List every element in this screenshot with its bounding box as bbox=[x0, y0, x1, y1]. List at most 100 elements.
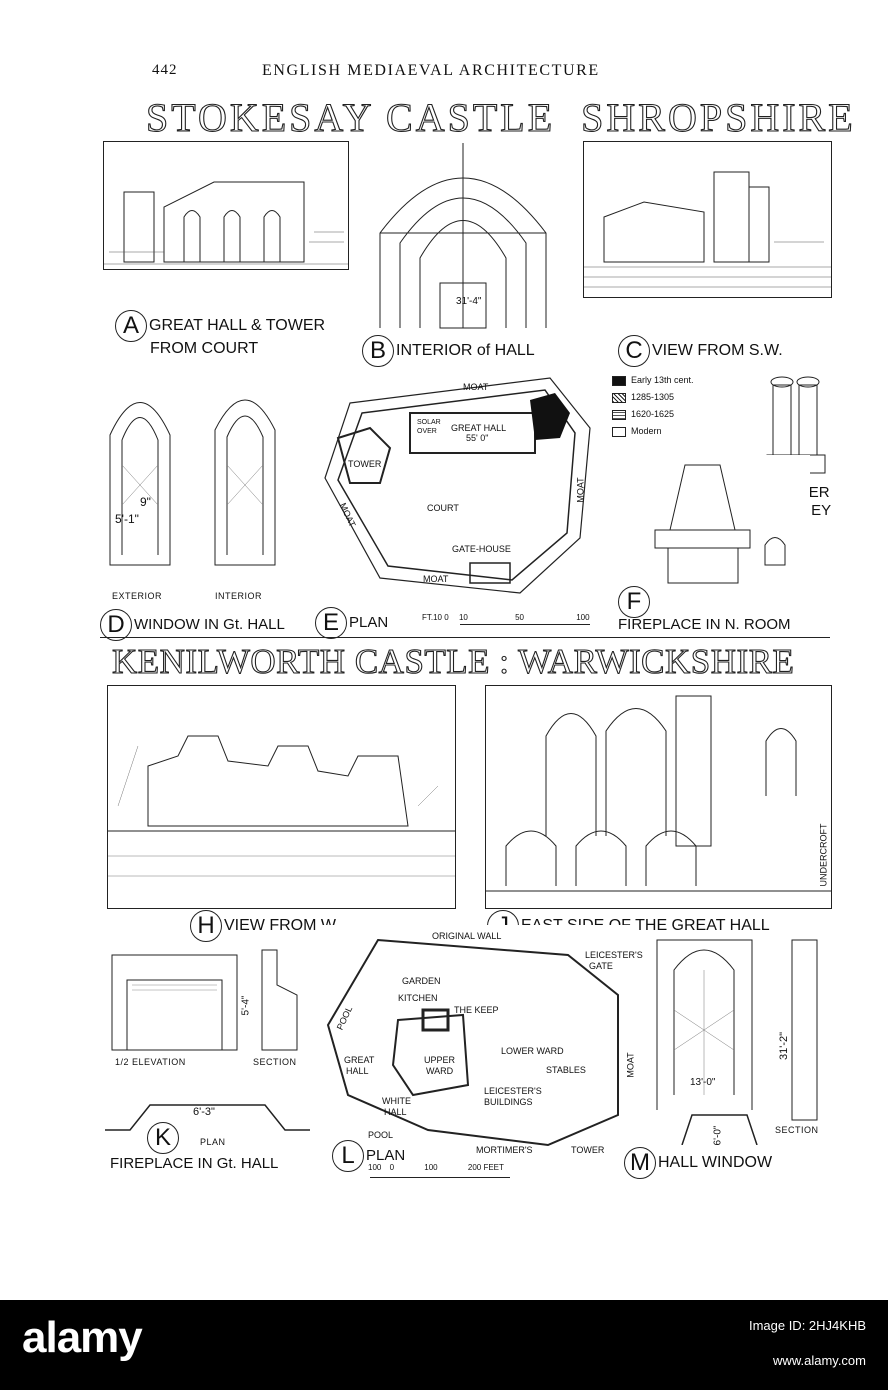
l-kitchen: KITCHEN bbox=[398, 993, 438, 1003]
l-the-keep: THE KEEP bbox=[454, 1005, 499, 1015]
l-white-hall-2: HALL bbox=[384, 1107, 407, 1117]
stokesay-title: STOKESAY CASTLE SHROPSHIRE bbox=[145, 94, 856, 140]
label-letter-f: F bbox=[618, 586, 650, 618]
l-leicesters-gate-1: LEICESTER'S bbox=[585, 950, 643, 960]
illustration-k-fireplace bbox=[102, 945, 312, 1055]
image-id-text: Image ID: 2HJ4KHB bbox=[748, 1318, 866, 1333]
l-pool-bottom: POOL bbox=[368, 1130, 394, 1140]
label-letter-l: L bbox=[332, 1140, 364, 1172]
e-scale-4: 100 bbox=[576, 613, 590, 622]
l-moat: MOAT bbox=[625, 1052, 636, 1078]
illustration-b-interior-hall bbox=[370, 133, 556, 333]
l-lower-ward: LOWER WARD bbox=[501, 1046, 564, 1056]
l-stables: STABLES bbox=[546, 1065, 586, 1075]
label-letter-m: M bbox=[624, 1147, 656, 1179]
l-leicesters-gate-2: GATE bbox=[589, 961, 613, 971]
label-letter-k: K bbox=[147, 1122, 179, 1154]
label-letter-c: C bbox=[618, 335, 650, 367]
e-gate-house: GATE-HOUSE bbox=[452, 544, 511, 554]
caption-k: K bbox=[147, 1122, 181, 1154]
l-scale-1: 0 bbox=[389, 1163, 395, 1172]
l-leicesters-buildings-2: BUILDINGS bbox=[484, 1097, 533, 1107]
e-over: OVER bbox=[417, 428, 437, 435]
m-dim-sill: 6'-0" bbox=[712, 1125, 724, 1146]
k-dim-height: 5'-4" bbox=[240, 995, 252, 1016]
d-dim1: 9" bbox=[140, 495, 151, 509]
e-court: COURT bbox=[427, 503, 459, 513]
l-great-hall-2: HALL bbox=[346, 1066, 369, 1076]
watermark-url: www.alamy.com bbox=[773, 1353, 866, 1368]
m-dim-height: 31'-2" bbox=[778, 1031, 791, 1061]
label-letter-e: E bbox=[315, 607, 347, 639]
l-scale-2: 100 bbox=[424, 1163, 438, 1172]
illustration-c-view-sw bbox=[583, 141, 832, 298]
l-mortimers: MORTIMER'S bbox=[476, 1145, 533, 1155]
e-solar: SOLAR bbox=[417, 419, 441, 426]
e-scale-0: FT.10 bbox=[422, 613, 443, 622]
page-number: 442 bbox=[152, 62, 178, 78]
e-tower: TOWER bbox=[348, 459, 382, 469]
e-great-hall-dim: 55' 0" bbox=[466, 433, 489, 443]
watermark-banner bbox=[0, 1300, 888, 1390]
e-scale-bar bbox=[460, 624, 590, 625]
l-scale-bar bbox=[370, 1177, 510, 1178]
illustration-h-view-w bbox=[107, 685, 456, 909]
illustration-f-fireplace bbox=[650, 455, 810, 585]
illustration-e-plan bbox=[320, 368, 605, 603]
caption-f-text: FIREPLACE IN N. ROOM bbox=[618, 616, 791, 633]
e-scale-2: 10 bbox=[458, 613, 468, 622]
caption-m-text: HALL WINDOW bbox=[658, 1154, 773, 1172]
legend-swatch-blank bbox=[612, 426, 626, 437]
page-header: 442 ENGLISH MEDIAEVAL ARCHITECTURE bbox=[0, 62, 888, 84]
k-plan-label: PLAN bbox=[200, 1137, 226, 1147]
caption-c-text: VIEW FROM S.W. bbox=[652, 342, 783, 360]
illustration-d-windows bbox=[100, 375, 305, 575]
caption-h-text: VIEW FROM W. bbox=[224, 917, 340, 935]
l-scale: 100 0 100 200 FEET bbox=[368, 1163, 504, 1172]
kenilworth-divider bbox=[100, 637, 830, 638]
l-leicesters-buildings-1: LEICESTER'S bbox=[484, 1086, 542, 1096]
illustration-k-plan bbox=[105, 1095, 310, 1135]
illustration-l-plan bbox=[318, 925, 638, 1155]
e-scale-1: 0 bbox=[444, 613, 449, 622]
k-section: SECTION bbox=[253, 1057, 297, 1067]
l-garden: GARDEN bbox=[402, 976, 441, 986]
l-great-hall-1: GREAT bbox=[344, 1055, 375, 1065]
alamy-logo: alamy bbox=[22, 1313, 143, 1362]
e-moat-right: MOAT bbox=[575, 477, 586, 503]
l-upper-ward-1: UPPER bbox=[424, 1055, 456, 1065]
l-tower: TOWER bbox=[571, 1145, 605, 1155]
d-dim2: 5'-1" bbox=[115, 512, 139, 526]
label-letter-b: B bbox=[362, 335, 394, 367]
label-letter-a: A bbox=[115, 310, 147, 342]
d-interior-label: INTERIOR bbox=[215, 591, 263, 601]
legend-label-1: 1285-1305 bbox=[631, 392, 675, 402]
legend-1620: 1620-1625 bbox=[612, 409, 674, 420]
j-undercroft: UNDERCROFT bbox=[818, 823, 829, 887]
e-moat-top: MOAT bbox=[463, 382, 489, 392]
illustration-m-hall-window bbox=[652, 930, 832, 1145]
m-dim-width: 13'-0" bbox=[690, 1077, 716, 1088]
l-scale-0: 100 bbox=[368, 1163, 382, 1172]
e-moat-bottom: MOAT bbox=[423, 574, 449, 584]
legend-swatch-black bbox=[612, 375, 626, 386]
legend-modern: Modern bbox=[612, 426, 662, 437]
caption-a-line2: FROM COURT bbox=[150, 340, 259, 357]
legend-1285: 1285-1305 bbox=[612, 392, 674, 403]
e-great-hall: GREAT HALL bbox=[451, 423, 507, 433]
k-dim-width: 6'-3" bbox=[193, 1106, 215, 1118]
caption-k-text: FIREPLACE IN Gt. HALL bbox=[110, 1155, 279, 1172]
legend-label-0: Early 13th cent. bbox=[631, 375, 694, 385]
b-dimension: 31'-4" bbox=[456, 296, 482, 307]
d-exterior-label: EXTERIOR bbox=[112, 591, 163, 601]
label-letter-d: D bbox=[100, 609, 132, 641]
caption-f: F bbox=[618, 586, 652, 618]
l-white-hall-1: WHITE bbox=[382, 1096, 411, 1106]
